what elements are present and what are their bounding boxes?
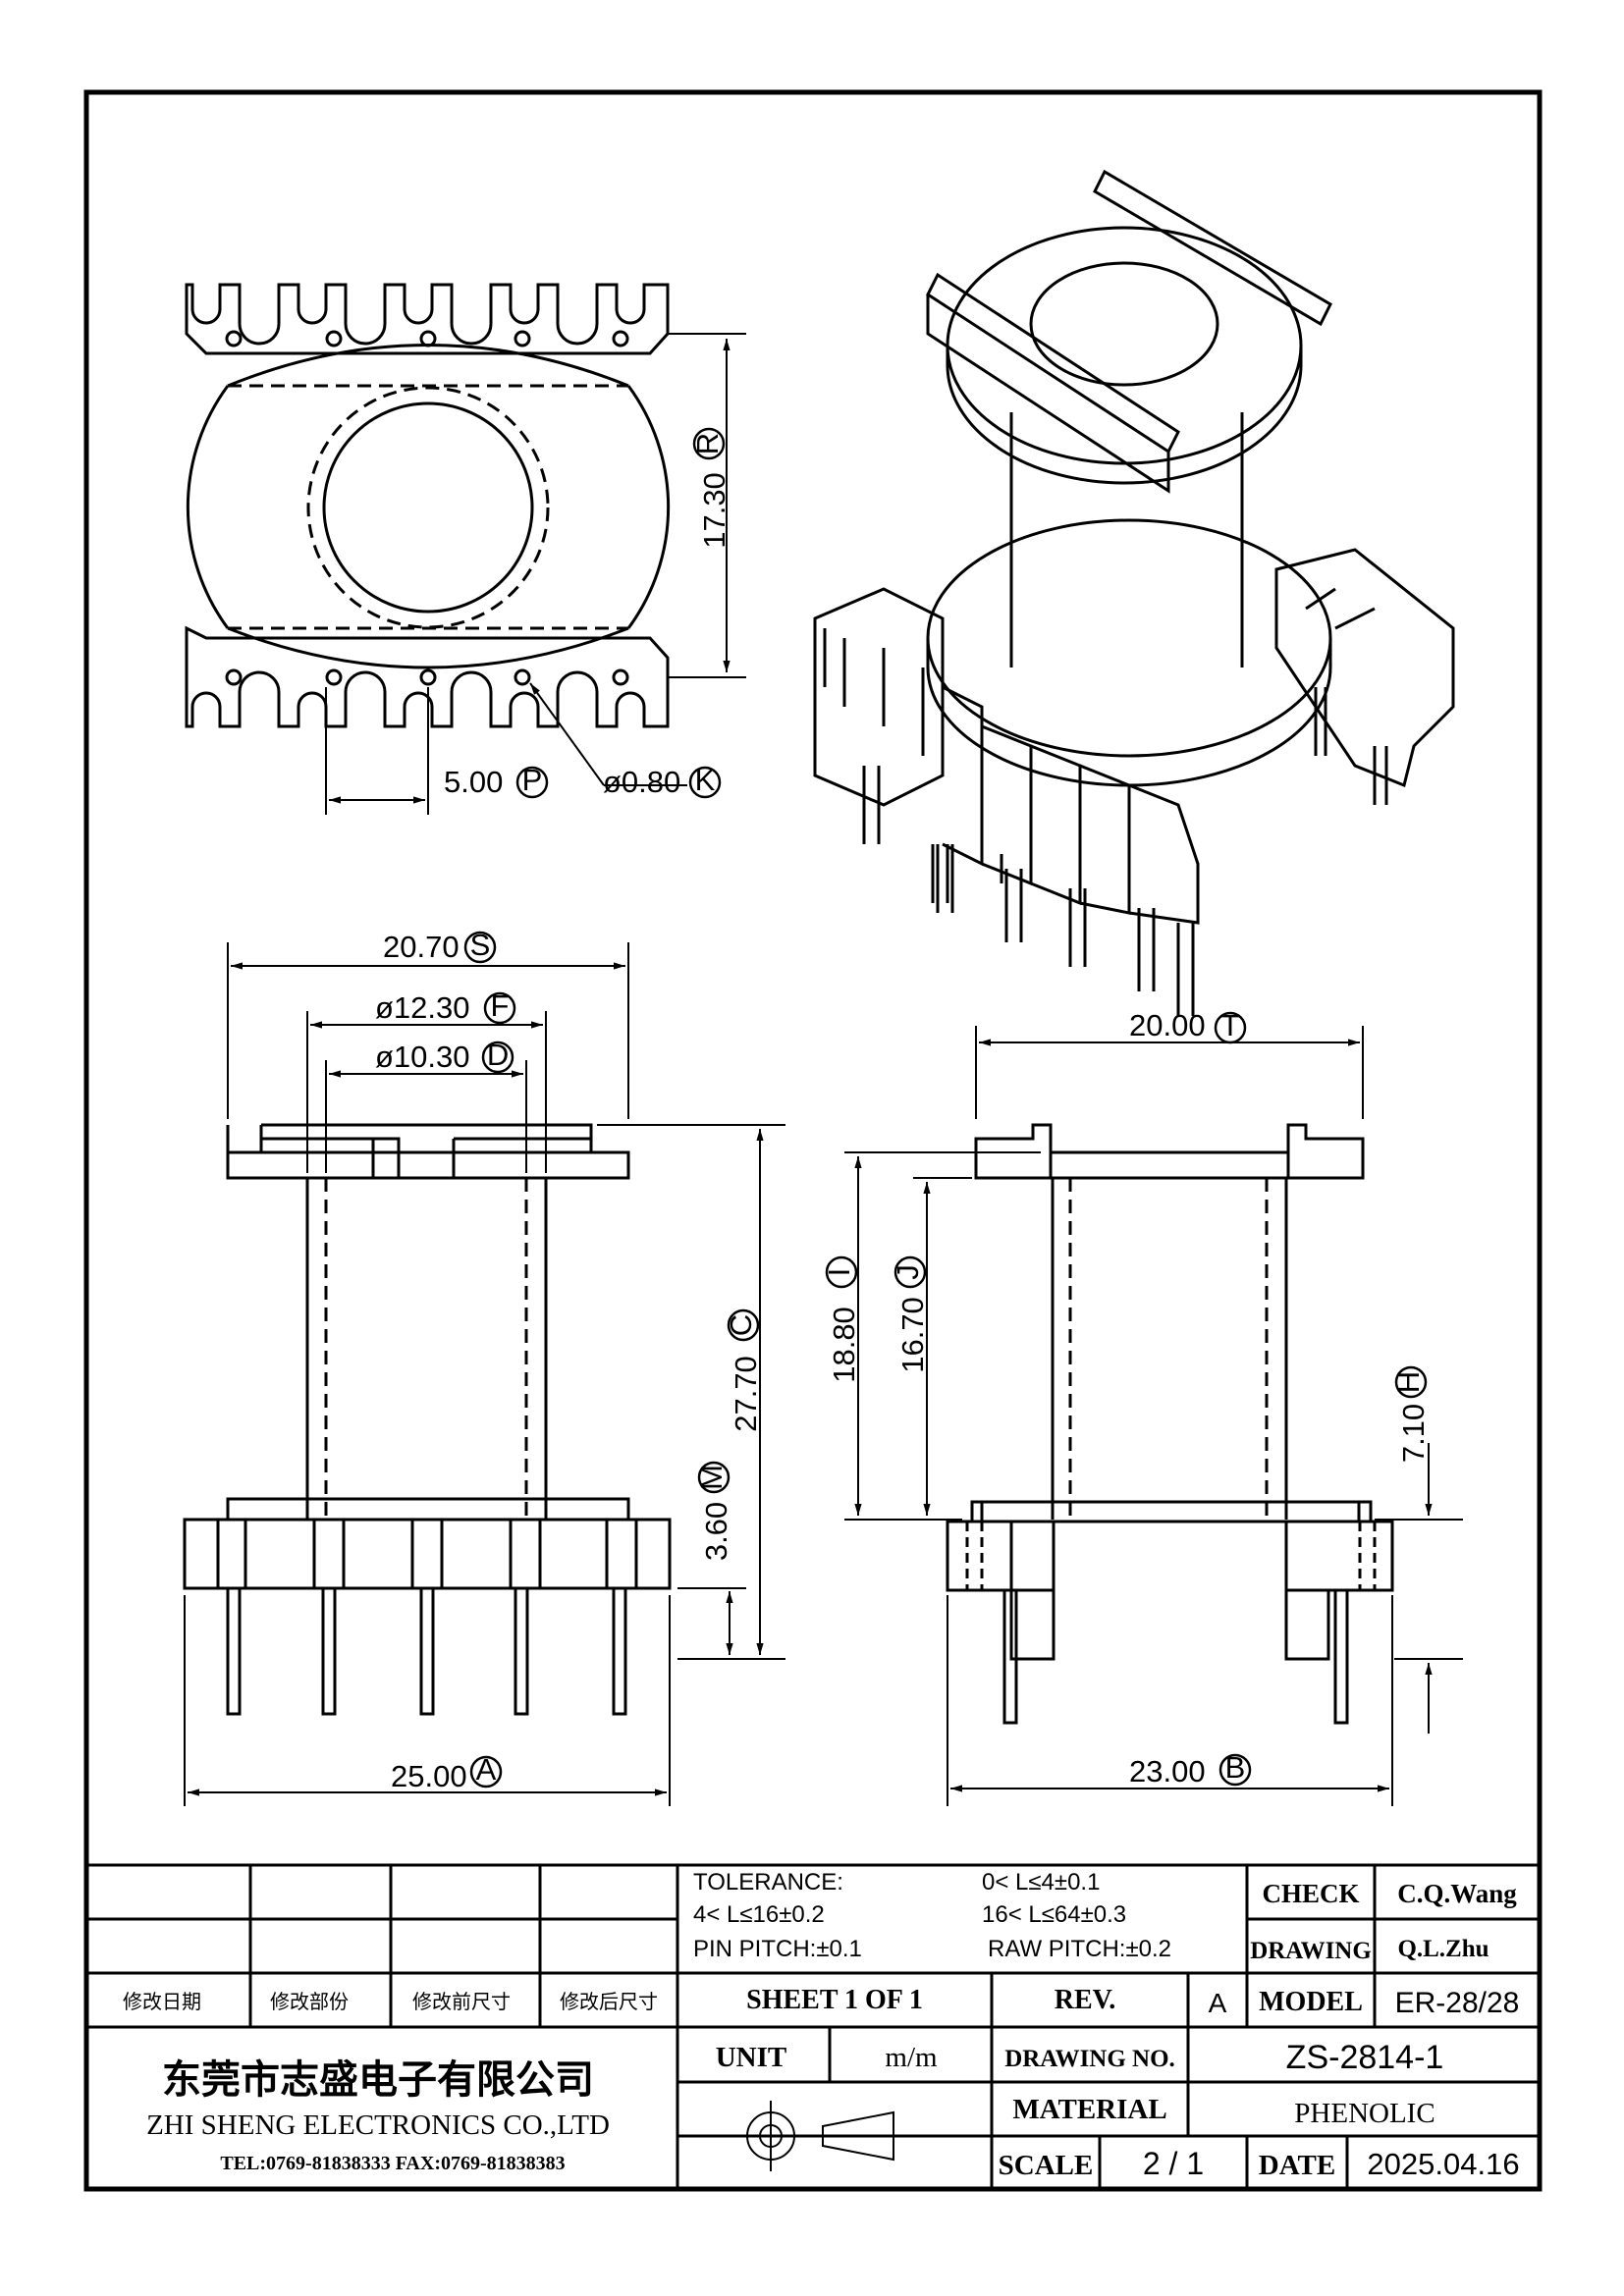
dim-f-letter: F [491,988,510,1023]
company-name-en: ZHI SHENG ELECTRONICS CO.,LTD [146,2109,610,2141]
tolerance-label: TOLERANCE: [693,1869,843,1896]
dim-m-letter: M [694,1465,729,1490]
top-view [185,283,746,815]
sheet-number: SHEET 1 OF 1 [746,1985,923,2015]
rev-label: REV. [1055,1985,1116,2015]
isometric-view [813,169,1455,1016]
material-value: PHENOLIC [1294,2098,1435,2129]
rev-col-date: 修改日期 [123,1990,201,2013]
dim-m-value: 3.60 [699,1502,733,1561]
dim-b-value: 23.00 [1129,1754,1206,1789]
dim-h-letter: H [1391,1371,1426,1393]
company-contact: TEL:0769-81838333 FAX:0769-81838383 [220,2153,565,2174]
dim-s-value: 20.70 [383,930,460,964]
rev-col-after: 修改后尺寸 [560,1990,658,2013]
sheet-border [83,89,1543,2192]
dim-k-letter: K [695,763,716,797]
scale-value: 2 / 1 [1143,2146,1204,2181]
tolerance-range-1: 0< L≤4±0.1 [982,1869,1100,1896]
dim-j-letter: J [891,1264,925,1280]
rev-value: A [1209,1988,1227,2018]
drawing-label: DRAWING [1250,1938,1372,1964]
dim-f-value: ø12.30 [375,990,470,1025]
dim-c-value: 27.70 [729,1356,763,1432]
tolerance-range-2: 4< L≤16±0.2 [693,1901,825,1928]
drawing-no-value: ZS-2814-1 [1286,2039,1444,2076]
dim-d-value: ø10.30 [375,1040,470,1074]
title-block [86,1863,1540,2189]
material-label: MATERIAL [1012,2094,1166,2125]
dim-d-letter: D [487,1038,509,1072]
pin-pitch: PIN PITCH:±0.1 [693,1936,862,1962]
date-value: 2025.04.16 [1367,2147,1519,2181]
dim-a-letter: A [476,1752,497,1787]
dim-c-letter: C [724,1314,758,1336]
rev-col-before: 修改前尺寸 [412,1990,511,2013]
side-view [844,1026,1463,1806]
dim-h-value: 7.10 [1396,1404,1431,1463]
scale-label: SCALE [999,2150,1094,2181]
dim-p-letter: P [522,763,543,797]
raw-pitch: RAW PITCH:±0.2 [988,1936,1171,1962]
dim-b-letter: B [1225,1750,1246,1785]
dim-s-letter: S [470,928,491,962]
front-view [183,942,785,1806]
dim-j-value: 16.70 [895,1297,930,1373]
unit-label: UNIT [716,2042,787,2073]
model-value: ER-28/28 [1395,1987,1520,2019]
dim-i-letter: I [822,1268,856,1277]
drawing-value: Q.L.Zhu [1397,1936,1489,1962]
dim-i-value: 18.80 [827,1307,861,1383]
date-label: DATE [1259,2150,1335,2181]
unit-value: m/m [885,2042,938,2073]
dim-t-value: 20.00 [1129,1008,1206,1042]
dim-r-letter: R [690,433,725,454]
dim-t-letter: T [1221,1008,1240,1042]
drawing-no-label: DRAWING NO. [1004,2046,1175,2072]
dim-p-value: 5.00 [444,765,503,799]
tolerance-range-3: 16< L≤64±0.3 [982,1901,1126,1928]
check-label: CHECK [1262,1879,1359,1908]
dim-r-value: 17.30 [697,472,731,549]
check-value: C.Q.Wang [1397,1879,1517,1908]
dim-k-value: ø0.80 [603,765,680,799]
dim-a-value: 25.00 [391,1759,467,1793]
rev-col-part: 修改部份 [270,1990,349,2013]
model-label: MODEL [1259,1987,1363,2017]
company-name-cn: 东莞市志盛电子有限公司 [162,2057,594,2103]
